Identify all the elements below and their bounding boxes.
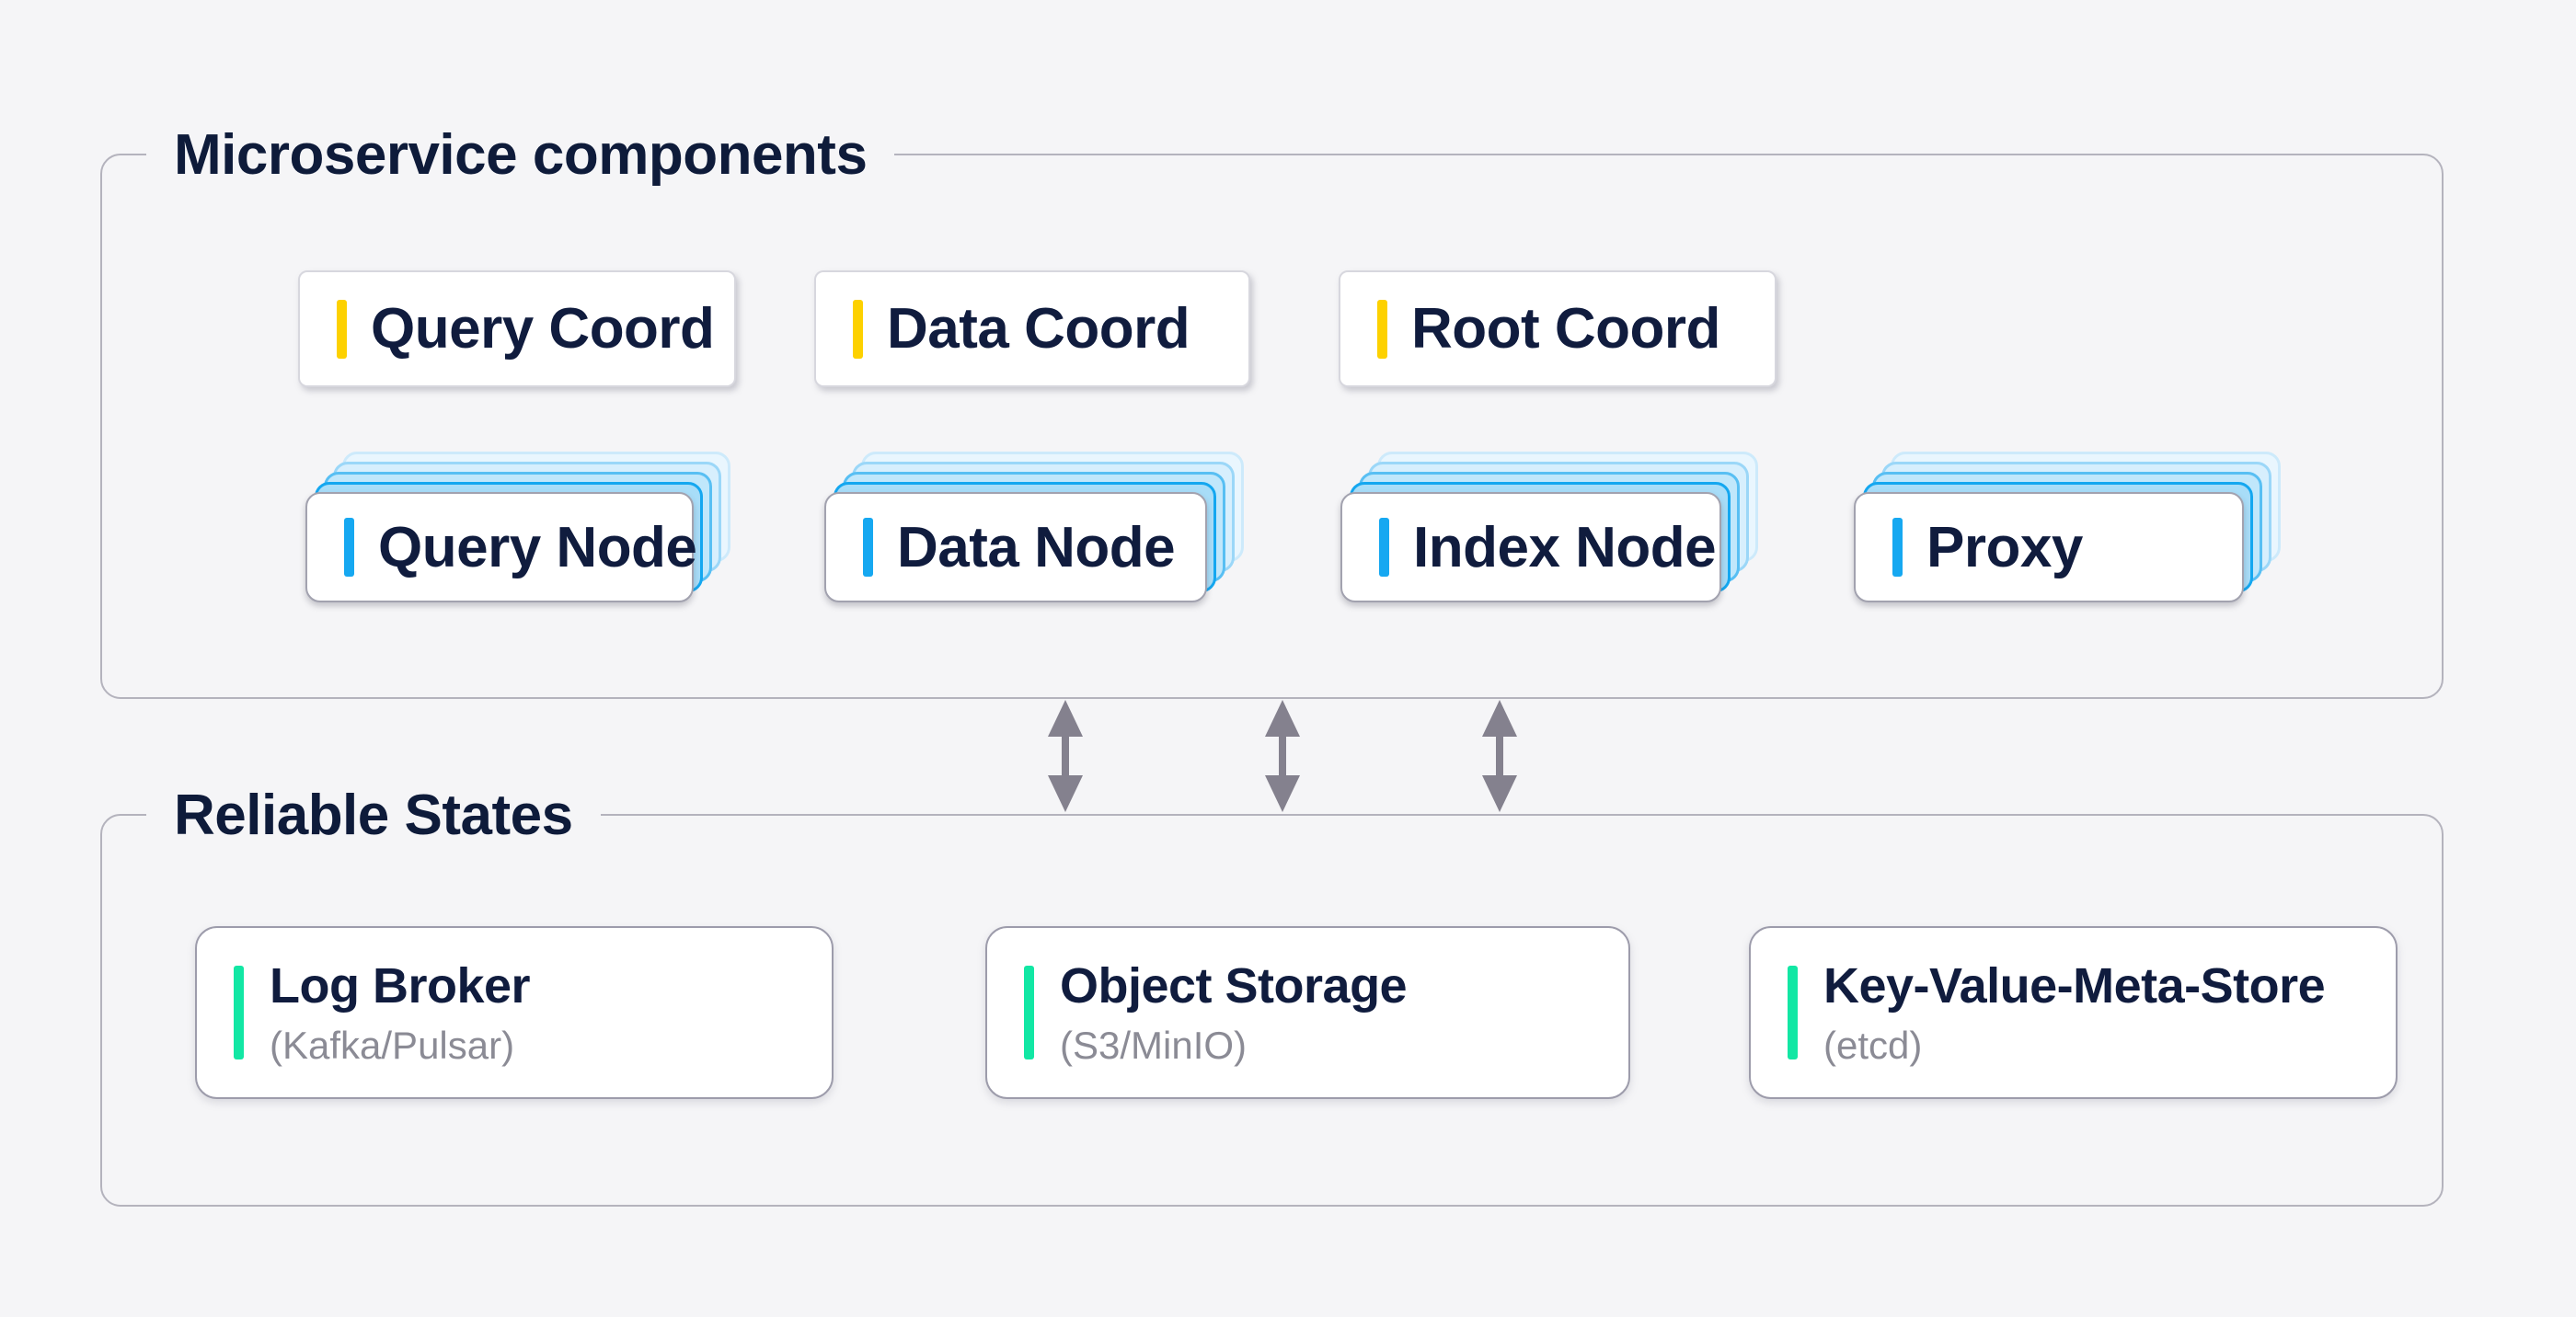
proxy-card: Proxy xyxy=(1854,492,2244,602)
reliable-states-group: Reliable States Log Broker (Kafka/Pulsar… xyxy=(100,781,2444,1207)
query-node-label: Query Node xyxy=(378,515,697,579)
root-coord-label: Root Coord xyxy=(1411,297,1720,361)
coordinator-accent-bar xyxy=(1377,299,1387,359)
log-broker-title: Log Broker xyxy=(270,958,531,1014)
store-accent-bar xyxy=(1024,966,1034,1059)
index-node-label: Index Node xyxy=(1413,515,1717,579)
data-node-stack: Data Node xyxy=(824,452,1244,602)
root-coord-card: Root Coord xyxy=(1339,270,1777,387)
store-accent-bar xyxy=(234,966,244,1059)
worker-accent-bar xyxy=(1379,518,1389,577)
index-node-card: Index Node xyxy=(1340,492,1721,602)
bidirectional-arrow-icon xyxy=(1048,700,1083,812)
data-coord-card: Data Coord xyxy=(814,270,1250,387)
object-storage-subtitle: (S3/MinIO) xyxy=(1060,1024,1248,1067)
bidirectional-arrow-icon xyxy=(1482,700,1517,812)
key-value-meta-store-title: Key-Value-Meta-Store xyxy=(1823,958,2326,1014)
microservice-components-title: Microservice components xyxy=(146,120,895,190)
data-node-card: Data Node xyxy=(824,492,1207,602)
query-node-card: Query Node xyxy=(305,492,697,602)
worker-accent-bar xyxy=(863,518,873,577)
query-coord-label: Query Coord xyxy=(371,297,715,361)
log-broker-subtitle: (Kafka/Pulsar) xyxy=(270,1024,515,1067)
coordinator-accent-bar xyxy=(853,299,863,359)
object-storage-title: Object Storage xyxy=(1060,958,1408,1014)
query-node-stack: Query Node xyxy=(305,452,730,602)
worker-accent-bar xyxy=(344,518,354,577)
log-broker-card: Log Broker (Kafka/Pulsar) xyxy=(195,926,834,1099)
coordinator-accent-bar xyxy=(337,299,347,359)
object-storage-card: Object Storage (S3/MinIO) xyxy=(985,926,1630,1099)
key-value-meta-store-card: Key-Value-Meta-Store (etcd) xyxy=(1749,926,2398,1099)
reliable-states-title: Reliable States xyxy=(146,781,601,851)
proxy-label: Proxy xyxy=(1926,515,2083,579)
proxy-stack: Proxy xyxy=(1854,452,2281,602)
data-coord-label: Data Coord xyxy=(887,297,1190,361)
worker-accent-bar xyxy=(1892,518,1903,577)
bidirectional-arrow-icon xyxy=(1265,700,1300,812)
data-node-label: Data Node xyxy=(897,515,1176,579)
microservice-components-group: Microservice components Query Coord Data… xyxy=(100,120,2444,699)
index-node-stack: Index Node xyxy=(1340,452,1758,602)
store-accent-bar xyxy=(1788,966,1798,1059)
query-coord-card: Query Coord xyxy=(298,270,736,387)
key-value-meta-store-subtitle: (etcd) xyxy=(1823,1024,1923,1067)
